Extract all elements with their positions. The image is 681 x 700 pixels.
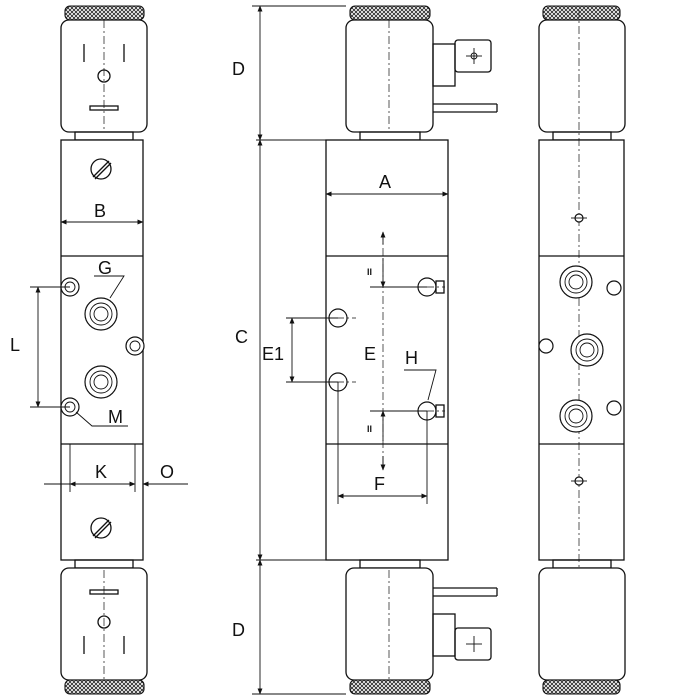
label-D-bottom: D <box>232 620 245 640</box>
label-E: E <box>364 344 376 364</box>
tick-mark-top: II <box>367 267 372 277</box>
middle-bottom-coil <box>345 567 434 681</box>
label-H: H <box>405 348 418 368</box>
right-port-side-top <box>606 280 622 296</box>
label-K: K <box>95 462 107 482</box>
right-bottom-knob <box>542 679 621 695</box>
tick-mark-bottom: II <box>367 424 372 434</box>
right-port-side-bottom <box>606 400 622 416</box>
right-top-coil <box>538 19 626 133</box>
middle-view <box>252 5 498 695</box>
right-port-left <box>538 338 554 354</box>
right-top-knob <box>542 5 621 21</box>
label-G: G <box>98 258 112 278</box>
middle-bottom-knob <box>349 679 431 695</box>
middle-bottom-connector <box>432 613 456 657</box>
label-B: B <box>94 201 106 221</box>
label-O: O <box>160 462 174 482</box>
label-E1: E1 <box>262 344 284 364</box>
left-bottom-screw-icon <box>90 517 112 539</box>
label-A: A <box>379 172 391 192</box>
middle-top-connector <box>432 43 456 87</box>
dimension-labels: B G L M K O D C D A E1 E H F II II <box>10 59 418 640</box>
right-bottom-coil <box>538 567 626 681</box>
left-top-screw-icon <box>90 158 112 180</box>
left-port-side <box>125 336 145 356</box>
label-L: L <box>10 335 20 355</box>
left-bottom-knob <box>64 679 145 695</box>
middle-top-coil <box>345 19 434 133</box>
label-C: C <box>235 327 248 347</box>
right-view <box>538 5 626 695</box>
left-top-knob <box>64 5 145 21</box>
label-M: M <box>108 407 123 427</box>
label-D-top: D <box>232 59 245 79</box>
middle-valve-body <box>325 139 449 561</box>
middle-top-knob <box>349 5 431 21</box>
label-F: F <box>374 474 385 494</box>
left-view <box>30 5 188 695</box>
